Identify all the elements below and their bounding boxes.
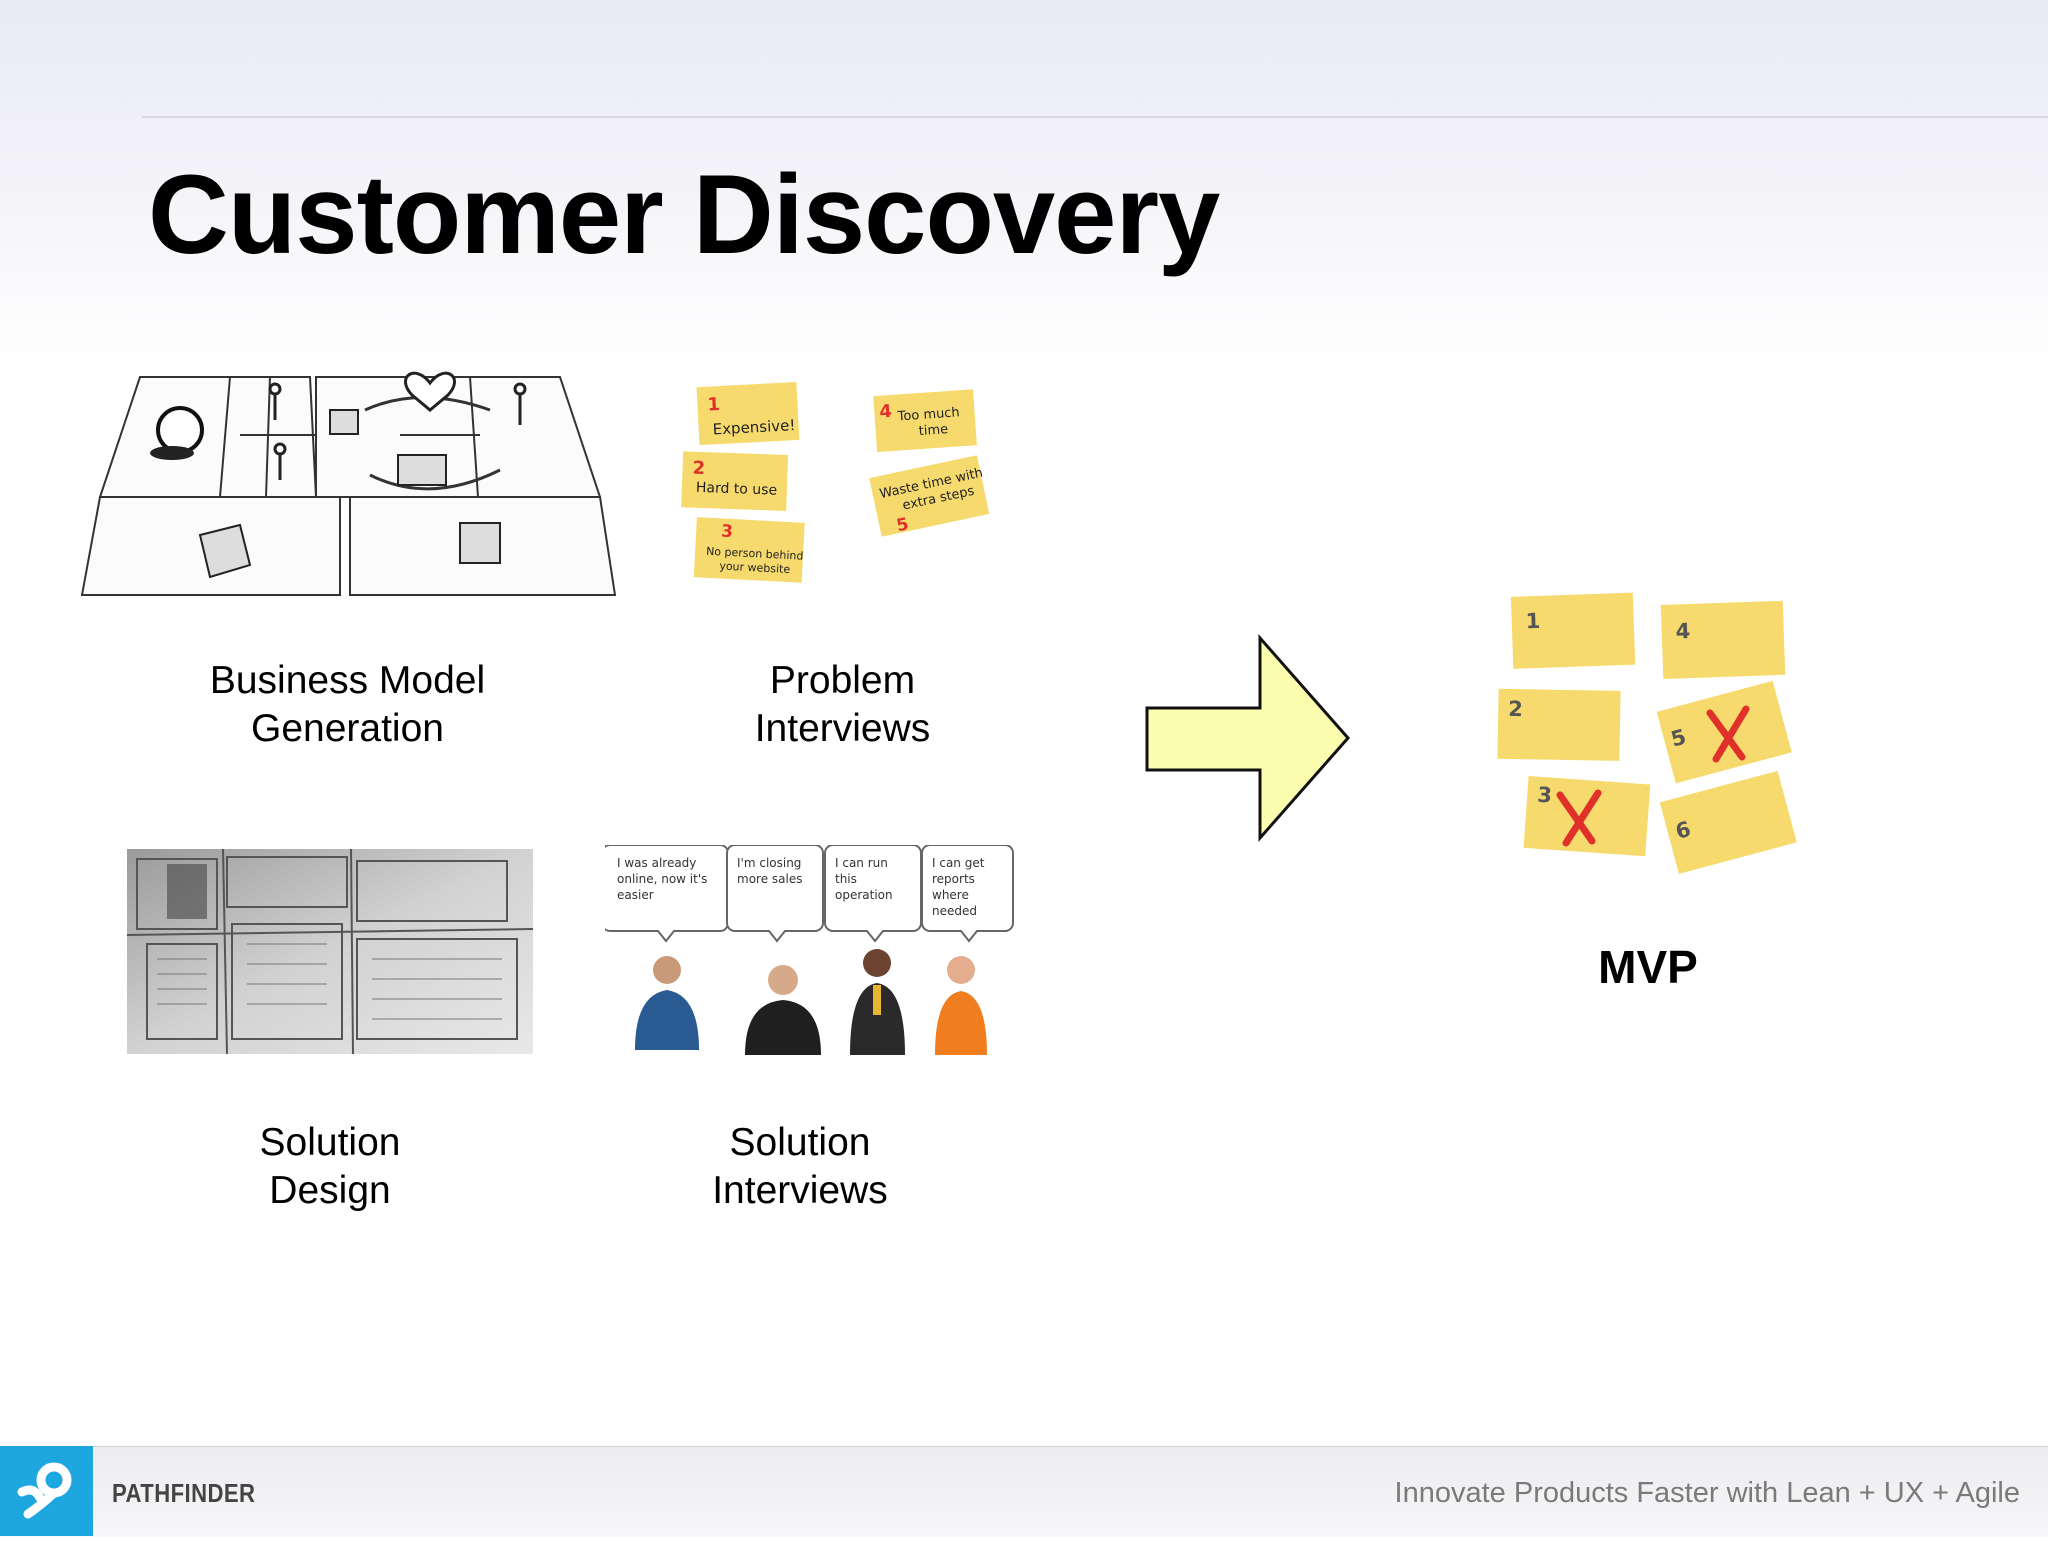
header-divider [142, 116, 2048, 118]
mvp-notes: 1 4 2 5 3 6 [1497, 592, 1797, 874]
bubble-text: this [835, 872, 857, 886]
caption-line: Generation [251, 707, 444, 750]
person-2-icon [745, 965, 821, 1055]
note-number: 6 [1673, 817, 1693, 844]
bubble-text: more sales [737, 872, 802, 886]
bubble-text: reports [932, 872, 975, 886]
caption-line: Interviews [712, 1169, 888, 1212]
note-text: your website [719, 559, 791, 576]
note-number: 4 [879, 401, 893, 423]
reject-x-icon [1556, 789, 1602, 847]
bubble-text: easier [617, 888, 654, 902]
note-text: Expensive! [712, 416, 796, 438]
note-number: 3 [721, 521, 734, 542]
mvp-note-6: 6 [1659, 770, 1797, 874]
sticky-note-5: Waste time with extra steps 5 [869, 455, 990, 537]
note-text: Too much [896, 405, 960, 424]
note-number: 3 [1536, 783, 1552, 808]
pathfinder-logo-icon [17, 1462, 72, 1519]
bubble-text: I can run [835, 856, 888, 870]
problem-interview-notes: 1 Expensive! 2 Hard to use 3 No person b… [681, 382, 990, 583]
bubble-text: I can get [932, 856, 985, 870]
sticky-note-3: 3 No person behind your website [693, 517, 805, 583]
note-number: 4 [1675, 619, 1690, 643]
caption-line: Solution [259, 1121, 401, 1164]
bubble-text: where [932, 888, 969, 902]
note-text: No person behind [706, 545, 804, 563]
caption-line: Interviews [754, 707, 931, 750]
caption-line: Design [269, 1169, 391, 1212]
person-4-icon [935, 956, 987, 1055]
mvp-label: MVP [1598, 941, 1698, 993]
footer-tagline: Innovate Products Faster with Lean + UX … [1394, 1477, 2020, 1509]
bubble-text: I'm closing [737, 856, 801, 870]
business-model-canvas-sketch [80, 371, 617, 596]
slide-title: Customer Discovery [148, 152, 1220, 277]
sticky-note-1: 1 Expensive! [696, 382, 800, 446]
caption-business-model-generation: Business Model Generation [165, 657, 530, 753]
mvp-note-1: 1 [1510, 592, 1636, 669]
bubble-text: needed [932, 904, 977, 918]
caption-problem-interviews: Problem Interviews [700, 657, 985, 753]
note-number: 5 [895, 514, 911, 536]
note-number: 1 [1525, 609, 1540, 633]
mvp-note-2: 2 [1497, 688, 1621, 761]
person-1-icon [635, 956, 699, 1050]
note-number: 5 [1668, 725, 1688, 752]
note-text: Hard to use [696, 480, 778, 499]
person-3-icon [850, 949, 905, 1055]
caption-line: Solution [729, 1121, 871, 1164]
heart-icon [404, 371, 456, 412]
solution-design-sketch-photo [127, 849, 533, 1054]
caption-solution-design: Solution Design [215, 1119, 445, 1215]
brand-name: PATHFINDER [112, 1478, 256, 1508]
bubble-text: operation [835, 888, 893, 902]
solution-interview-people: I was already online, now it's easier I'… [605, 845, 1014, 1055]
footer-bar [0, 1446, 2048, 1537]
note-text: time [918, 422, 948, 439]
right-arrow-icon [1145, 634, 1350, 842]
bubble-text: online, now it's [617, 872, 707, 886]
caption-line: Problem [769, 659, 916, 702]
caption-solution-interviews: Solution Interviews [670, 1119, 930, 1215]
caption-line: Business Model [209, 659, 486, 702]
sticky-note-4: 4 Too much time [873, 389, 977, 453]
note-number: 1 [707, 394, 721, 416]
reject-x-icon [1706, 705, 1750, 763]
mvp-note-4: 4 [1660, 600, 1786, 680]
bubble-text: I was already [617, 856, 696, 870]
pathfinder-logo [0, 1446, 93, 1536]
sticky-note-2: 2 Hard to use [681, 451, 789, 511]
note-number: 2 [1508, 697, 1523, 721]
note-number: 2 [692, 458, 705, 479]
